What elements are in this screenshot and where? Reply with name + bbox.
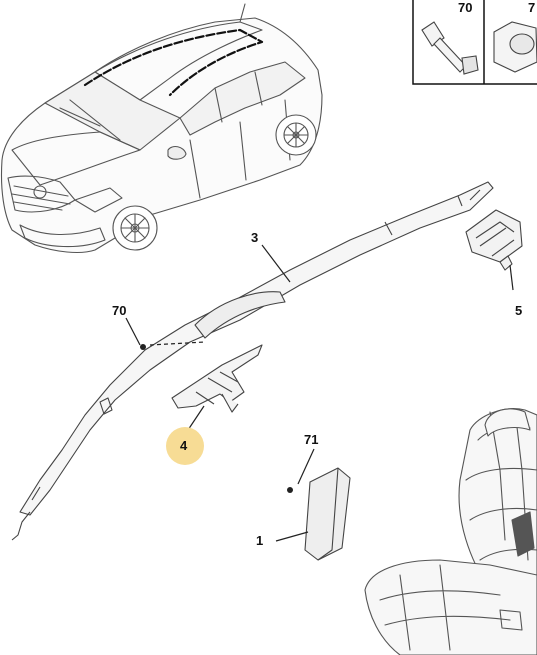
fastener-inset [412,0,537,85]
label-part-71: 71 [304,432,319,447]
car-illustration [0,3,323,254]
nut-icon [493,21,537,73]
fastener-dots [140,344,293,493]
label-part-1: 1 [256,533,264,548]
inset-label-right: 7 [528,0,536,15]
curtain-airbag [11,181,494,541]
inset-label-left: 70 [458,0,473,15]
leader-lines [125,244,514,542]
side-airbag-part-1 [304,467,351,561]
bracket-part-4 [171,344,263,413]
bolt-icon [421,21,479,75]
clip-part-5 [465,209,523,271]
label-part-5: 5 [515,303,523,318]
label-part-3: 3 [251,230,259,245]
label-part-4: 4 [180,438,188,453]
seat-illustration [364,408,537,655]
highlight-circle [166,427,204,465]
label-part-70: 70 [112,303,127,318]
